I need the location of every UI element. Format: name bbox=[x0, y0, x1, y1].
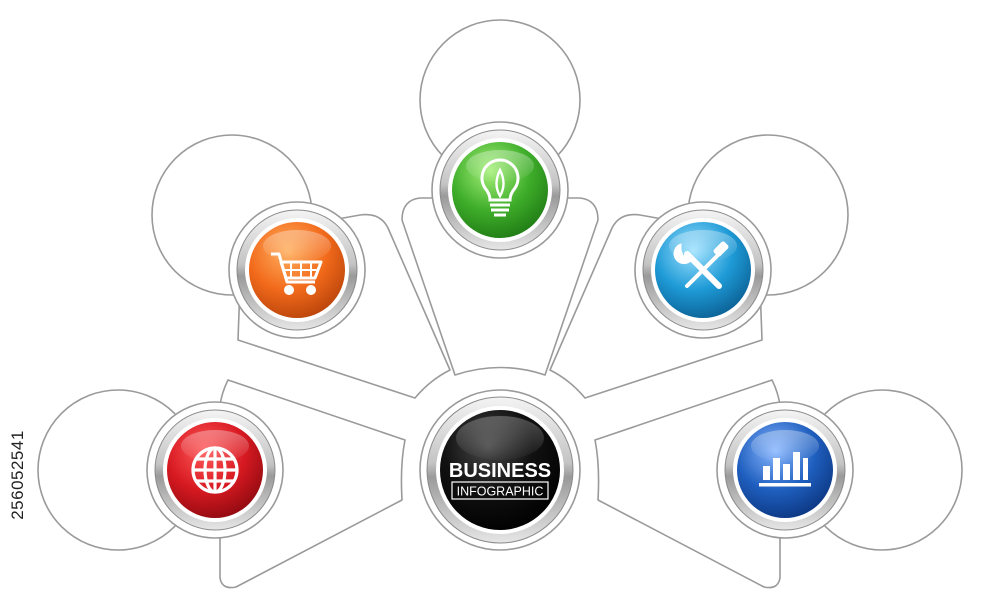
center-subtitle-box bbox=[451, 481, 549, 500]
shopping-cart-icon bbox=[271, 252, 323, 295]
node-tools bbox=[634, 201, 772, 339]
lightbulb-icon bbox=[480, 158, 520, 217]
bar-chart-icon bbox=[759, 452, 811, 487]
node-global bbox=[146, 401, 284, 539]
center-node: BUSINESS INFOGRAPHIC bbox=[419, 389, 581, 551]
stock-image-id-text: 256052541 bbox=[8, 430, 27, 520]
node-ideas bbox=[431, 121, 569, 259]
panel-top bbox=[401, 197, 599, 376]
center-subtitle: INFOGRAPHIC bbox=[457, 485, 544, 499]
node-shopping bbox=[228, 201, 366, 339]
node-statistics bbox=[716, 401, 854, 539]
center-title: BUSINESS bbox=[449, 460, 551, 482]
stock-image-id: 256052541 bbox=[6, 360, 30, 590]
wrench-screwdriver-icon bbox=[673, 241, 729, 289]
globe-icon bbox=[191, 446, 239, 494]
